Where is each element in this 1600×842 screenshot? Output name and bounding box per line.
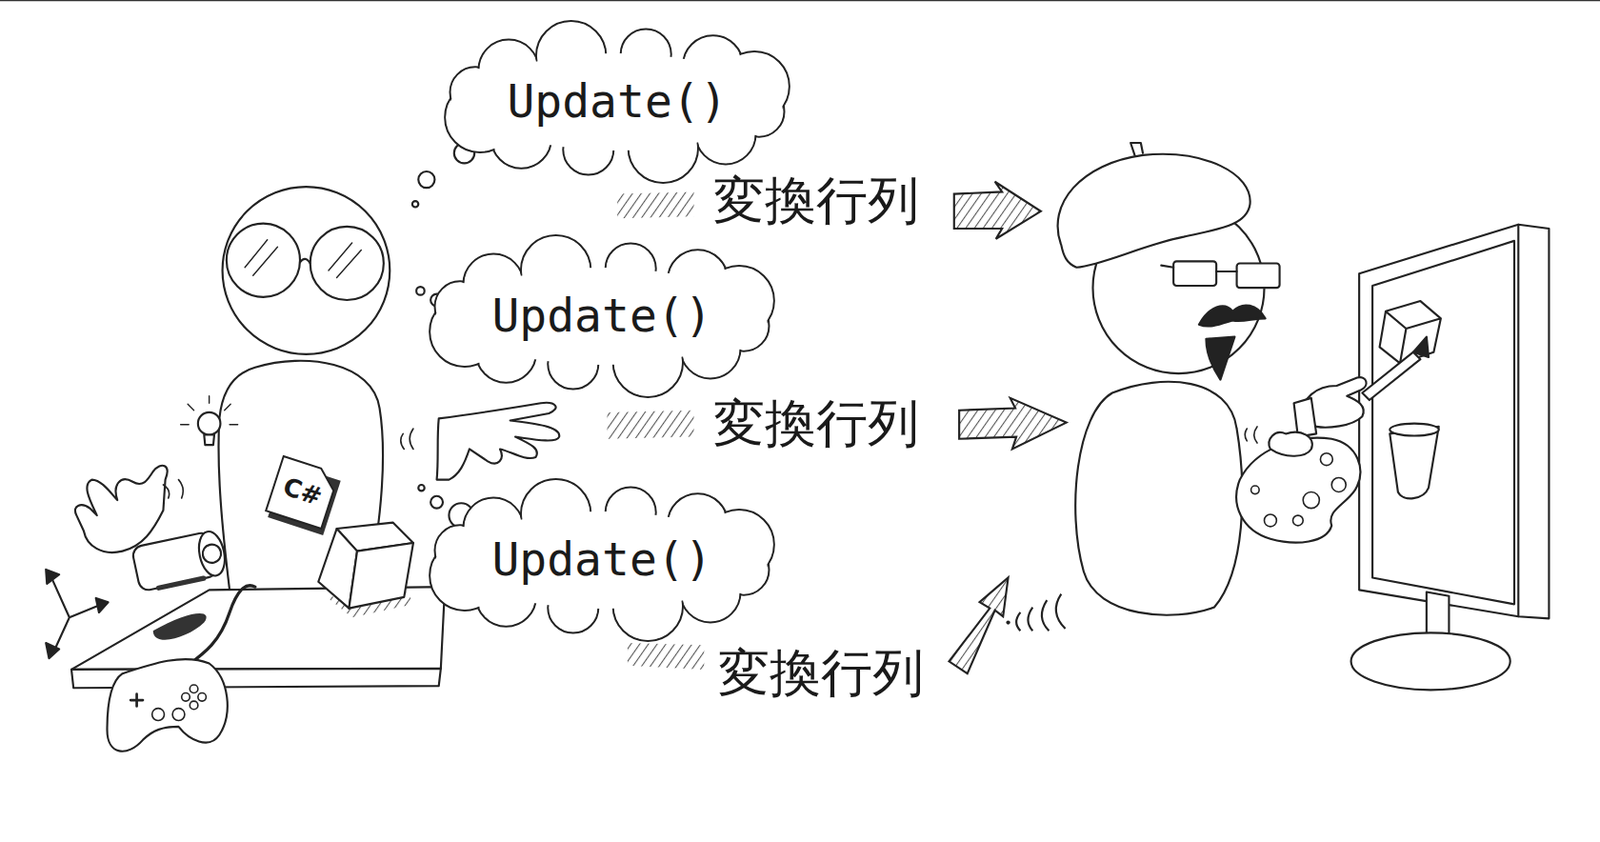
palette-paints <box>1251 485 1260 495</box>
hand <box>1269 432 1313 457</box>
camera <box>195 529 229 579</box>
arrow-head <box>948 577 1008 674</box>
arrow-shaft <box>617 191 694 219</box>
camera <box>159 578 204 588</box>
cloud-fill <box>472 53 762 151</box>
glasses <box>1237 262 1280 288</box>
palette-paints <box>1251 453 1347 527</box>
glasses <box>310 226 384 300</box>
controller-buttons <box>198 693 207 702</box>
head <box>222 186 391 355</box>
thought-bubbles <box>418 171 435 188</box>
function-name: Update() <box>506 74 727 130</box>
axes <box>45 569 60 584</box>
glasses <box>1173 260 1217 286</box>
axes <box>51 576 103 653</box>
controller-buttons <box>181 693 191 702</box>
table-shadow <box>153 613 207 640</box>
palette-paints <box>1264 514 1278 527</box>
cube <box>348 542 414 609</box>
light-bulb <box>203 434 215 445</box>
sleeve <box>1294 398 1318 438</box>
beret <box>1058 154 1251 268</box>
thought-bubbles <box>416 286 425 296</box>
light-bulb <box>180 396 239 445</box>
body <box>1075 381 1242 616</box>
monitor-frame <box>1359 224 1549 620</box>
arrow-head <box>954 181 1041 240</box>
glasses-bridge <box>300 259 311 264</box>
controller-buttons <box>189 684 199 694</box>
cable <box>183 585 256 669</box>
glasses <box>226 223 300 298</box>
camera <box>200 542 223 565</box>
controller-dpad <box>130 694 143 707</box>
thought-bubbles <box>430 496 443 509</box>
controller <box>107 659 228 752</box>
glass-shine <box>244 240 361 279</box>
axes <box>96 598 109 613</box>
palette-paints <box>1331 477 1346 492</box>
palette-paints <box>1320 453 1333 466</box>
motion-lines <box>1016 594 1065 632</box>
hand <box>75 465 168 553</box>
programmer-figure <box>45 186 560 752</box>
light-bulb <box>180 396 239 425</box>
beret-stem <box>1130 142 1143 156</box>
brush-tip <box>1413 337 1429 358</box>
arrow-label: 変換行列 <box>714 643 928 703</box>
axes <box>45 642 60 659</box>
motion-lines <box>1244 426 1258 443</box>
book-cover <box>265 456 340 529</box>
artist-figure <box>1058 142 1550 690</box>
screen-cup <box>1389 423 1439 437</box>
controller-buttons <box>152 708 165 721</box>
axes <box>45 569 108 659</box>
arrow-shaft <box>607 410 695 440</box>
goatee <box>1205 337 1235 380</box>
cloud-fill <box>457 267 747 365</box>
cloud-fill <box>457 511 747 609</box>
function-name: Update() <box>491 288 712 344</box>
controller-buttons <box>152 684 207 721</box>
thought-cloud: Update() <box>457 511 747 609</box>
controller-buttons <box>172 708 185 721</box>
function-name: Update() <box>491 532 712 588</box>
arrow-head <box>959 398 1066 450</box>
arrow-shaft <box>627 642 704 670</box>
monitor-base <box>1351 632 1511 690</box>
palette-paints <box>1293 515 1304 526</box>
monitor-screen <box>1372 240 1515 604</box>
hand <box>437 402 560 480</box>
arrow-label: 変換行列 <box>709 394 923 454</box>
motion-dot <box>1005 620 1010 624</box>
thought-bubbles <box>412 200 419 207</box>
monitor-edge <box>1517 224 1520 617</box>
screen-cup <box>1389 426 1439 499</box>
frame-line <box>0 0 1600 1</box>
thought-cloud: Update() <box>457 267 747 365</box>
arrow-label: 変換行列 <box>709 171 923 231</box>
brush <box>1361 352 1420 400</box>
thought-bubbles <box>418 484 424 491</box>
glasses-bridge <box>1160 265 1237 272</box>
mustache <box>1199 305 1266 327</box>
controller-buttons <box>189 700 199 710</box>
light-bulb <box>198 412 221 436</box>
thought-cloud: Update() <box>472 53 762 151</box>
palette-paints <box>1302 491 1320 508</box>
